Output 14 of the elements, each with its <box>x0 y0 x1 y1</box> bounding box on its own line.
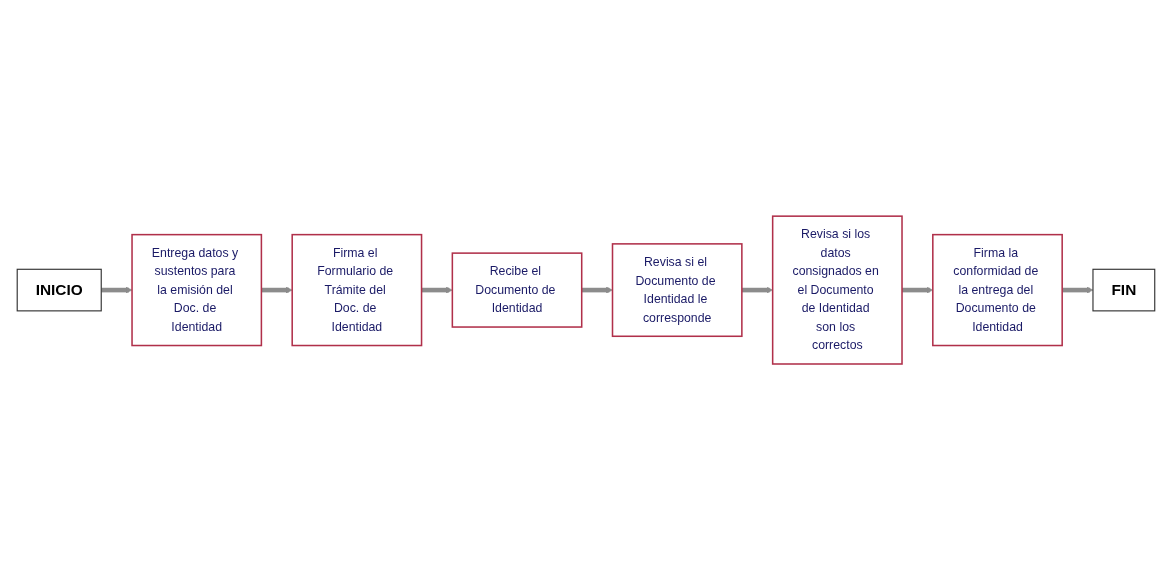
node-box: Firma el Formulario de Trámite del Doc. de Identidad <box>290 234 422 347</box>
node-box: Recibe el Documento de Identidad <box>451 252 582 329</box>
arrow <box>581 287 613 294</box>
node-box: Firma la conformidad de la entrega del Documento de Identidad <box>931 234 1063 347</box>
arrow <box>901 287 933 294</box>
node-box: FIN <box>1091 269 1155 312</box>
arrow <box>741 287 773 294</box>
node-box: Revisa si el Documento de Identidad le corresponde <box>611 243 743 338</box>
arrow <box>260 287 292 294</box>
node-box: Entrega datos y sustentos para la emisión del Doc. de Identidad <box>130 234 262 347</box>
node-box: INICIO <box>16 269 102 312</box>
arrow <box>1061 287 1093 294</box>
node-box: Revisa si los datos consignados en el Documento de Identidad son los correctos <box>771 215 903 366</box>
arrow <box>100 287 132 294</box>
